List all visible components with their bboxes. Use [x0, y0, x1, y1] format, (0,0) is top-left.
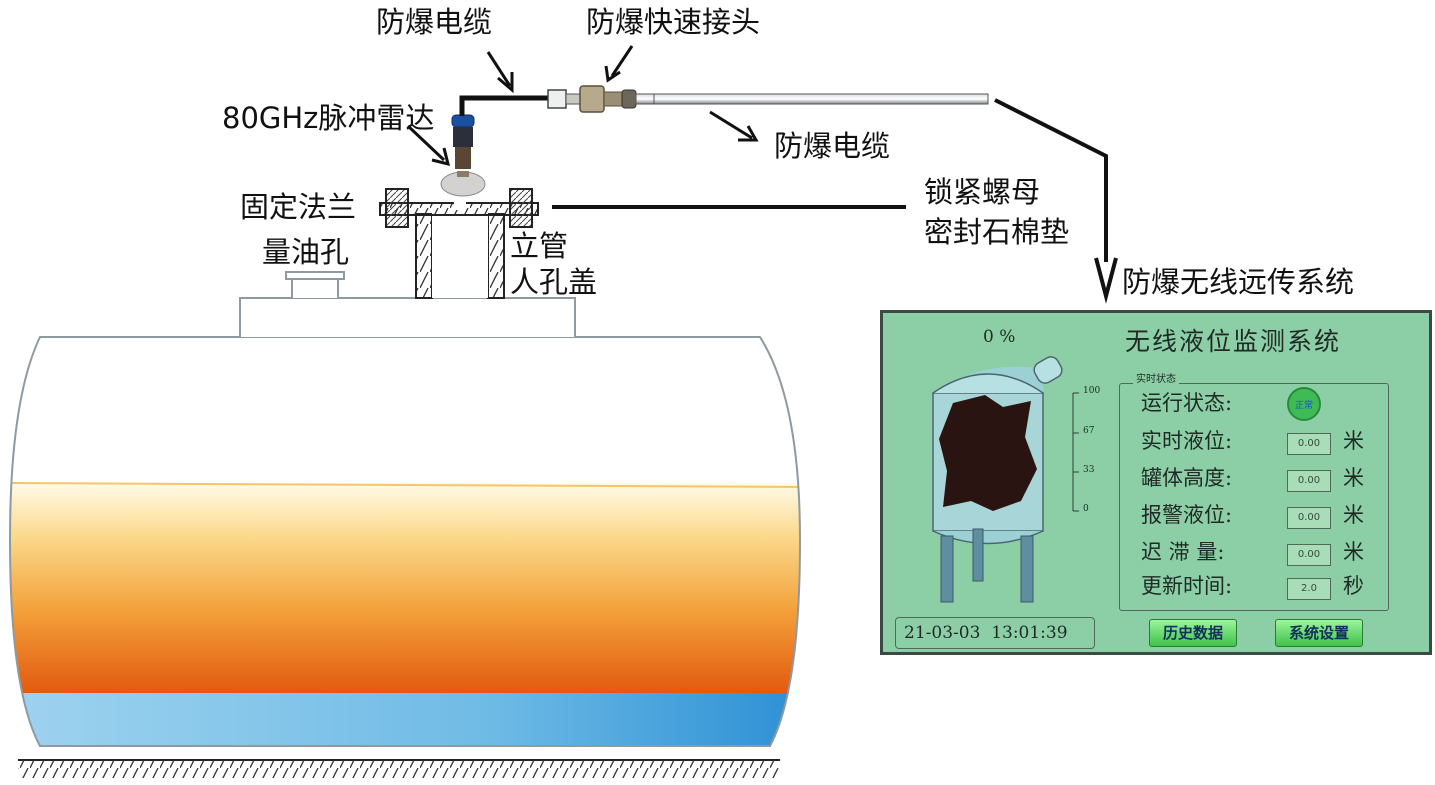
- storage-tank: [8, 336, 802, 747]
- label-standpipe: 立管: [510, 229, 569, 263]
- ground-line: [18, 759, 780, 778]
- field-alarm-level: 0.00: [1287, 507, 1331, 529]
- tank-gauge-graphic: [932, 356, 1079, 603]
- quick-connector: [547, 85, 637, 113]
- status-label: 运行状态:: [1141, 391, 1233, 415]
- label-seal-gasket: 密封石棉垫: [924, 215, 1070, 249]
- label-cable-top: 防爆电缆: [376, 5, 493, 39]
- scale-0: 0: [1083, 504, 1089, 514]
- scale-67: 67: [1083, 426, 1095, 436]
- cable-conduit: [635, 93, 989, 105]
- panel-title: 无线液位监测系统: [1125, 327, 1342, 356]
- bolt-right: [509, 188, 533, 228]
- row-label-hysteresis: 迟 滞 量:: [1141, 540, 1225, 564]
- label-lock-nut: 锁紧螺母: [924, 175, 1041, 209]
- oil-gauge-hole-cap: [285, 271, 345, 280]
- callout-arrows: [406, 45, 759, 167]
- bolt-left: [385, 188, 409, 228]
- monitor-panel: 0 % 无线液位监测系统 100 67 33 0 实时状态 运行状态: 正常 实…: [880, 310, 1432, 655]
- radar-sensor: [440, 114, 486, 197]
- label-oil-gauge-hole: 量油孔: [262, 235, 350, 269]
- row-label-realtime-level: 实时液位:: [1141, 429, 1233, 453]
- label-cable-right: 防爆电缆: [774, 129, 891, 163]
- oil-layer: [10, 483, 800, 695]
- unit-alarm-level: 米: [1343, 503, 1364, 527]
- datetime-text: 21-03-03 13:01:39: [904, 623, 1068, 643]
- label-wireless-system: 防爆无线远传系统: [1122, 265, 1355, 299]
- system-settings-button[interactable]: 系统设置: [1275, 619, 1363, 647]
- scale-100: 100: [1083, 386, 1101, 396]
- unit-hysteresis: 米: [1343, 540, 1364, 564]
- field-tank-height: 0.00: [1287, 470, 1331, 492]
- row-label-alarm-level: 报警液位:: [1141, 503, 1233, 527]
- row-label-tank-height: 罐体高度:: [1141, 466, 1233, 490]
- field-update-interval: 2.0: [1287, 578, 1331, 600]
- status-section-title: 实时状态: [1133, 375, 1179, 385]
- scale-33: 33: [1083, 465, 1095, 475]
- status-frame: [1119, 383, 1389, 611]
- tank-dome: [239, 271, 576, 337]
- field-realtime-level: 0.00: [1287, 433, 1331, 455]
- row-label-update-interval: 更新时间:: [1141, 574, 1233, 598]
- field-hysteresis: 0.00: [1287, 544, 1331, 566]
- label-radar: 80GHz脉冲雷达: [222, 101, 435, 135]
- history-data-button[interactable]: 历史数据: [1149, 619, 1237, 647]
- label-quick-connector: 防爆快速接头: [586, 5, 761, 39]
- label-manhole-cover: 人孔盖: [510, 265, 598, 299]
- unit-update-interval: 秒: [1343, 574, 1364, 598]
- unit-tank-height: 米: [1343, 466, 1364, 490]
- water-layer: [10, 693, 800, 746]
- status-indicator: 正常: [1287, 387, 1321, 421]
- standpipe: [415, 212, 505, 299]
- oil-gauge-hole-neck: [291, 277, 339, 298]
- explosion-proof-cable: [459, 95, 550, 116]
- level-percent: 0 %: [983, 327, 1016, 347]
- unit-realtime-level: 米: [1343, 429, 1364, 453]
- flange-assembly: [379, 188, 539, 228]
- status-badge-text: 正常: [1294, 401, 1313, 411]
- datetime-box: 21-03-03 13:01:39: [895, 617, 1095, 649]
- label-fixed-flange: 固定法兰: [240, 190, 357, 224]
